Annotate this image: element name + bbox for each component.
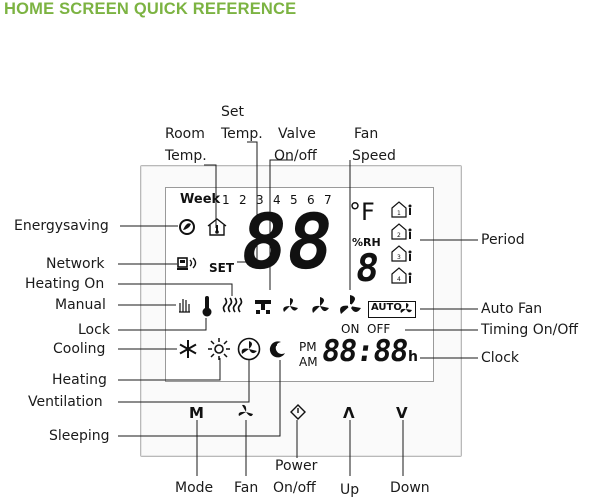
day-6: 6 (307, 193, 315, 207)
day-4: 4 (273, 193, 281, 207)
callout-valve: Valve (278, 126, 316, 142)
callout-set-temp: Temp. (221, 126, 263, 142)
day-5: 5 (290, 193, 298, 207)
network-icon (177, 257, 197, 270)
svg-text:3: 3 (397, 254, 401, 261)
temp-unit: °F (349, 198, 375, 226)
callout-ventilation: Ventilation (28, 394, 103, 410)
up-button[interactable]: Λ (343, 404, 355, 422)
rh-label: %RH (352, 236, 381, 249)
callout-heating: Heating (52, 372, 107, 388)
callout-fan: Fan (354, 126, 379, 142)
week-label: Week (180, 192, 221, 207)
callout-sleeping: Sleeping (49, 428, 110, 444)
callout-set: Set (221, 104, 244, 120)
set-label: SET (209, 261, 235, 275)
clock-digits: 88:88 (319, 334, 410, 369)
callout-valve-onoff: On/off (274, 148, 317, 164)
day-7: 7 (324, 193, 332, 207)
day-3: 3 (256, 193, 264, 207)
callout-network: Network (46, 256, 105, 272)
callout-auto-fan: Auto Fan (481, 301, 543, 317)
fan-speed-low-icon (283, 298, 298, 312)
callout-energysaving: Energysaving (14, 218, 109, 234)
fan-speed-mid-icon (312, 297, 329, 313)
callout-timing: Timing On/Off (481, 322, 579, 338)
fan-icon (340, 295, 361, 314)
callout-power-onoff: On/off (273, 480, 316, 496)
callout-fan-button: Fan (234, 480, 259, 496)
day-1: 1 (222, 193, 230, 207)
callout-cooling: Cooling (53, 341, 106, 357)
callout-up: Up (340, 482, 360, 498)
big-temp-digits: 88 (234, 197, 339, 286)
svg-text:4: 4 (397, 276, 401, 283)
house-period-icon: 1 2 3 4 (391, 201, 412, 284)
mode-button[interactable]: M (189, 404, 204, 422)
page-title: HOME SCREEN QUICK REFERENCE (4, 0, 297, 18)
hour-suffix: h (408, 349, 418, 365)
callout-power: Power (275, 458, 318, 474)
pm-label: PM (299, 340, 317, 354)
off-label: OFF (367, 322, 391, 336)
callout-heating-on: Heating On (25, 276, 105, 292)
snowflake-icon (179, 340, 197, 358)
svg-text:1: 1 (397, 210, 401, 217)
heat-waves-icon (222, 297, 243, 313)
callout-down: Down (390, 480, 430, 496)
callout-clock: Clock (481, 350, 520, 366)
house-thermometer-icon (207, 218, 227, 236)
day-2: 2 (239, 193, 247, 207)
moon-icon (269, 341, 285, 358)
valve-icon (255, 300, 271, 314)
fan-button-icon[interactable] (237, 404, 255, 420)
callout-lock: Lock (78, 322, 110, 338)
ventilation-icon (237, 337, 261, 361)
auto-fan-icon (400, 303, 412, 313)
down-button[interactable]: V (396, 404, 408, 422)
leaf-circle-icon (179, 219, 195, 235)
svg-text:2: 2 (397, 232, 401, 239)
callout-room-temp: Temp. (165, 148, 207, 164)
callout-room: Room (165, 126, 205, 142)
auto-fan-box (368, 301, 416, 318)
callout-mode: Mode (175, 480, 214, 496)
auto-label: AUTO (371, 302, 402, 313)
thermometer-lock-icon (202, 296, 212, 317)
callout-period: Period (481, 232, 525, 248)
sun-icon (208, 338, 230, 360)
hand-icon (179, 299, 190, 313)
callout-manual: Manual (55, 297, 106, 313)
am-label: AM (299, 355, 318, 369)
callout-fan-speed: Speed (352, 148, 396, 164)
power-icon[interactable] (289, 403, 307, 421)
on-label: ON (341, 322, 360, 336)
